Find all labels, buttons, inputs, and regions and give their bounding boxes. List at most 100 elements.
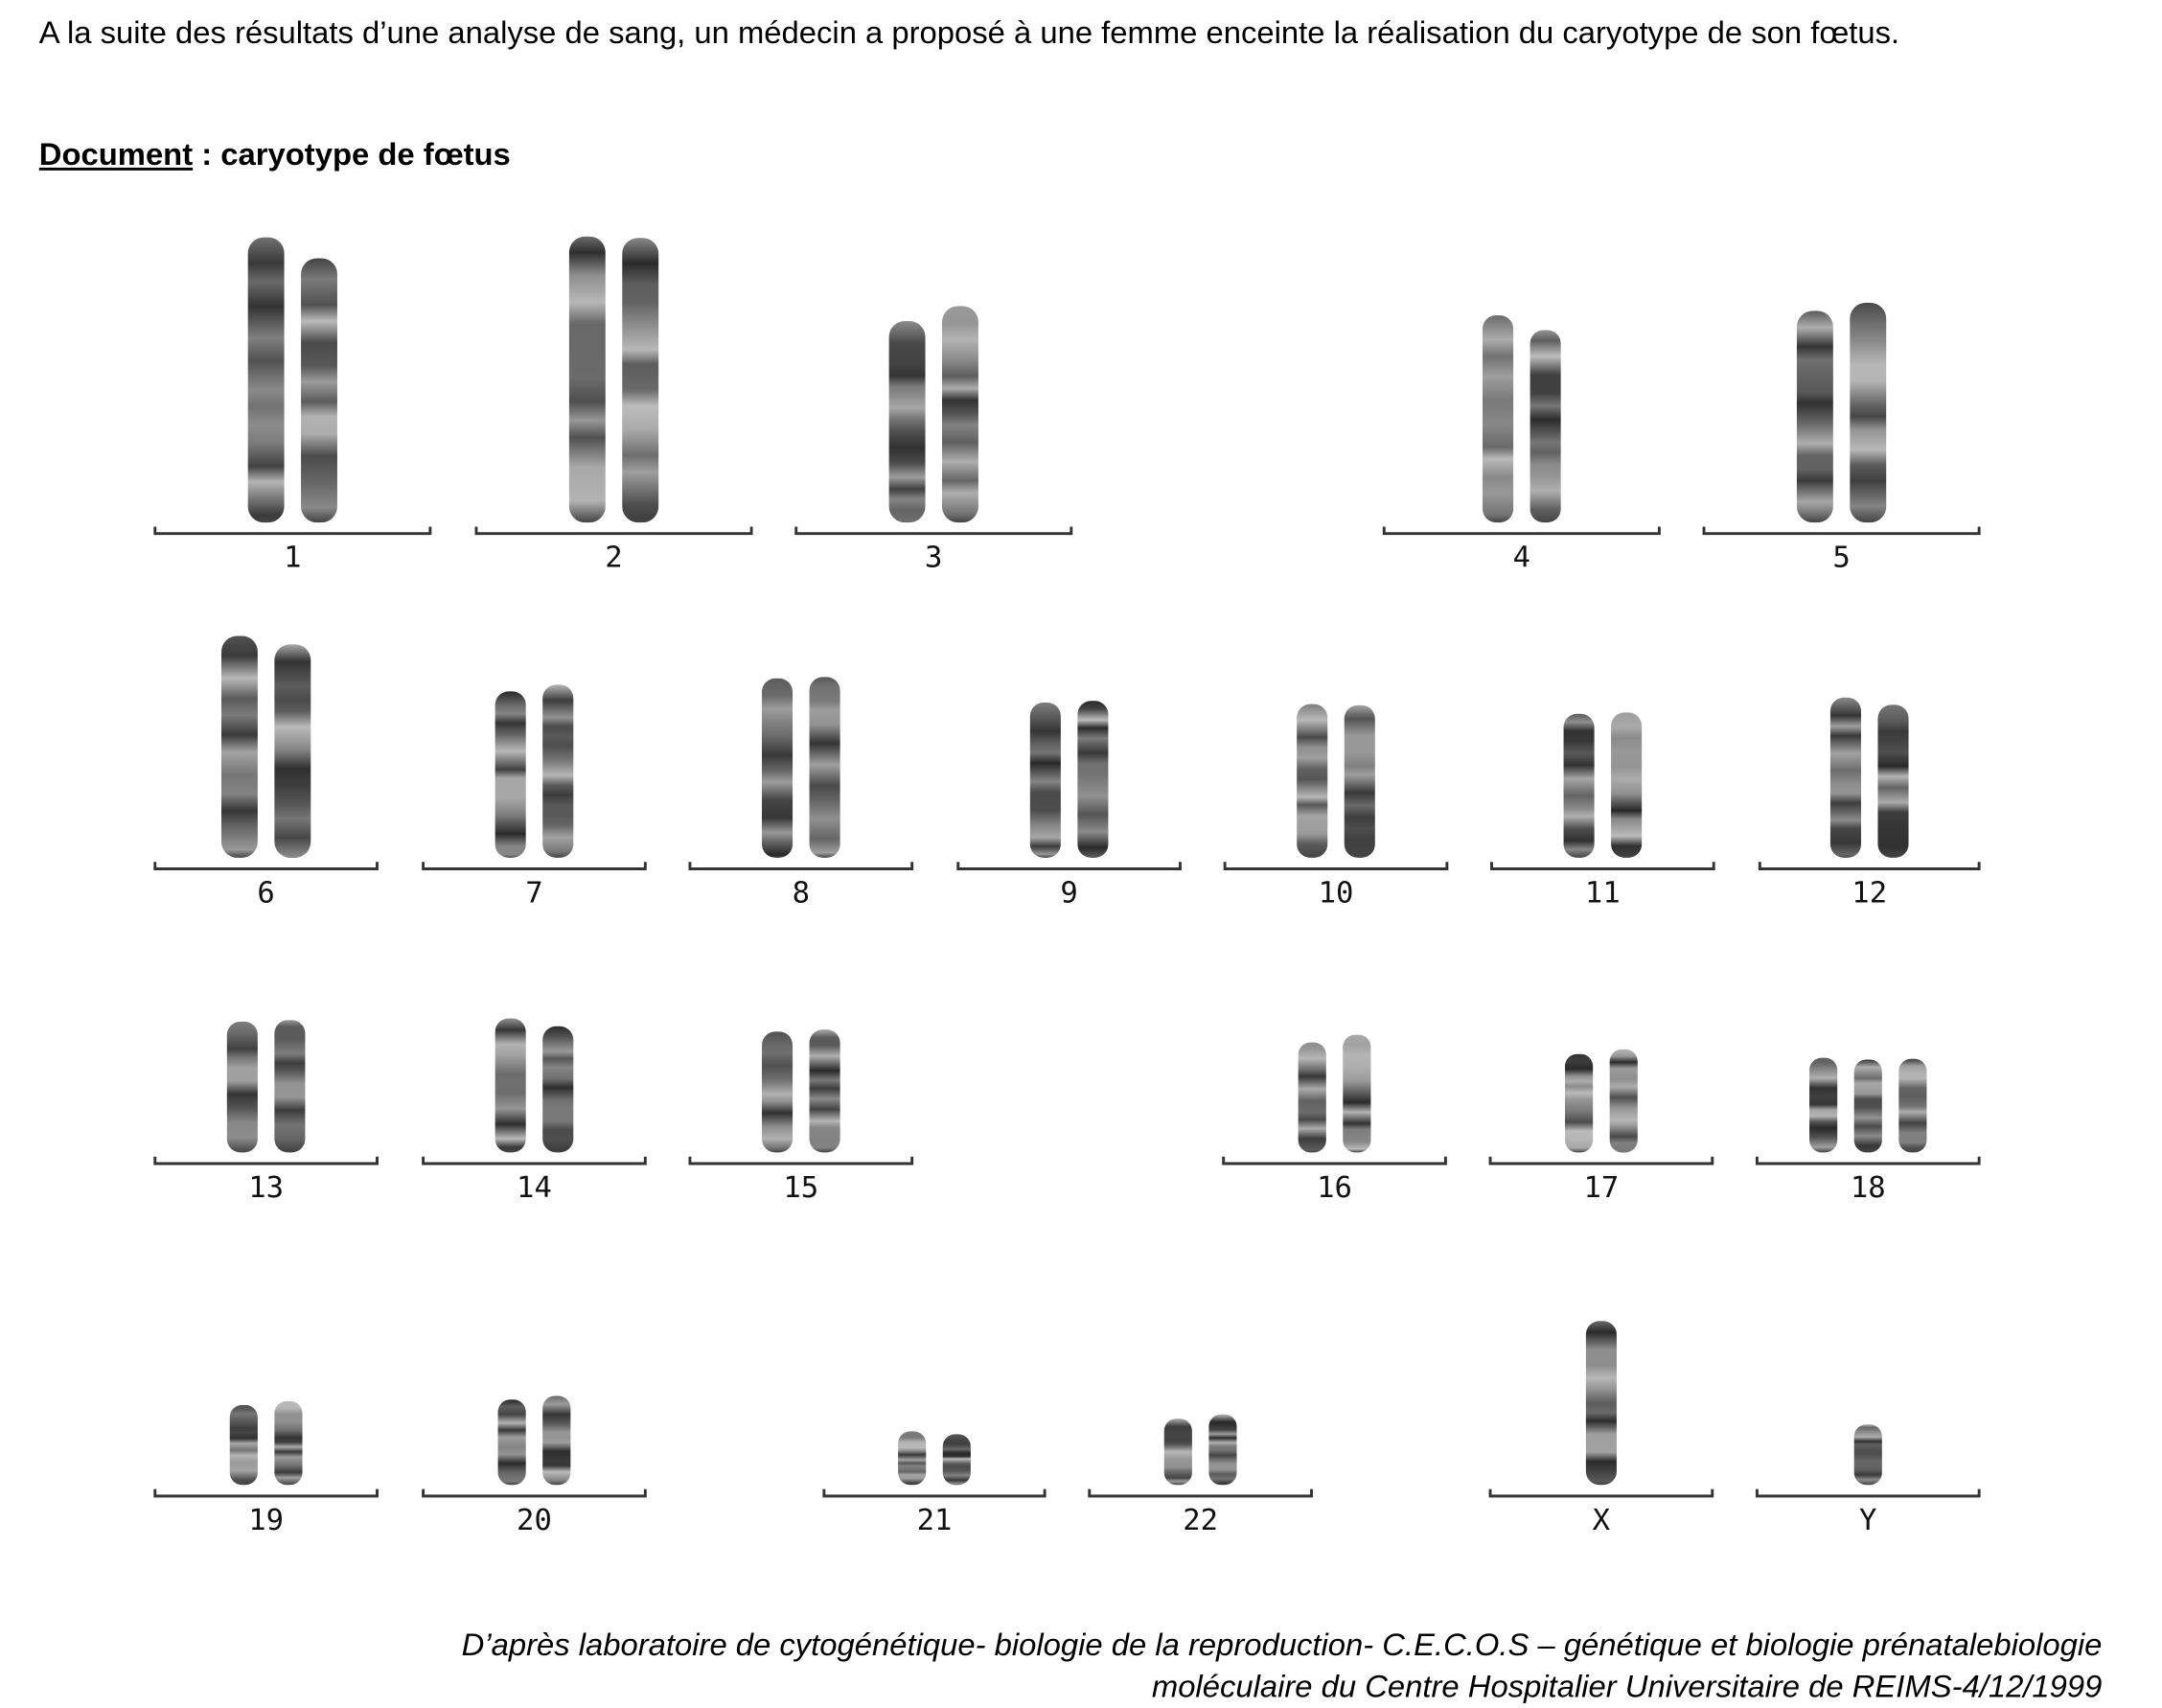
document-label: Document — [38, 136, 194, 173]
chromosome — [229, 1404, 258, 1486]
pair-label: 6 — [257, 876, 274, 910]
document-title-text: : caryotype de fœtus — [193, 136, 511, 173]
pair-bracket — [153, 1156, 379, 1166]
pair-label: 16 — [1317, 1171, 1352, 1205]
chromosome — [494, 691, 526, 858]
pair-label: 14 — [517, 1171, 552, 1205]
pair-label: Y — [1859, 1504, 1876, 1537]
chromosome — [1850, 302, 1887, 523]
pair-label: 13 — [248, 1171, 284, 1205]
pair-label: 10 — [1319, 876, 1354, 910]
chromosome-pair-3: 3 — [794, 306, 1073, 575]
chromosome — [1898, 1058, 1927, 1153]
chromosome — [809, 677, 840, 858]
pair-label: X — [1593, 1504, 1611, 1537]
chromosome-pair-21: 21 — [822, 1431, 1046, 1537]
chromosome-pair-7: 7 — [422, 684, 647, 910]
chromosome — [226, 1021, 258, 1153]
chromosome — [898, 1431, 927, 1486]
chromosome — [1585, 1321, 1617, 1486]
pair-bracket — [794, 526, 1073, 536]
chromosome — [942, 306, 978, 523]
chromosome-pair-10: 10 — [1223, 704, 1449, 910]
pair-bracket — [422, 1156, 647, 1166]
chromosome — [1163, 1419, 1192, 1486]
chromosome-pair-11: 11 — [1490, 712, 1715, 910]
chromosome — [1483, 315, 1514, 523]
pair-bracket — [1223, 862, 1449, 870]
chromosome — [1029, 703, 1061, 858]
chromosome-pair-19: 19 — [153, 1400, 379, 1537]
chromosome — [1343, 1034, 1371, 1153]
chromosome-pair-1: 1 — [153, 237, 432, 575]
pair-bracket — [1758, 862, 1981, 870]
chromosome-pair-13: 13 — [153, 1020, 379, 1205]
chromosome — [274, 1020, 306, 1153]
pair-label: 9 — [1060, 876, 1077, 910]
chromosome — [1344, 704, 1375, 858]
chromosome-pair-14: 14 — [422, 1018, 647, 1205]
chromosome — [494, 1018, 526, 1153]
chromosome-pair-5: 5 — [1702, 302, 1981, 575]
chromosome — [1609, 1049, 1638, 1153]
chromosome-pair-16: 16 — [1222, 1034, 1447, 1205]
chromosome — [762, 1031, 794, 1153]
pair-bracket — [1490, 862, 1715, 870]
pair-label: 2 — [605, 542, 622, 575]
chromosome — [1298, 1042, 1326, 1153]
chromosome — [274, 644, 311, 858]
chromosome — [1208, 1414, 1237, 1486]
pair-bracket — [1488, 1489, 1714, 1498]
chromosome-pair-8: 8 — [688, 677, 914, 910]
pair-bracket — [956, 862, 1182, 870]
chromosome — [497, 1399, 526, 1486]
pair-label: 17 — [1583, 1171, 1619, 1205]
chromosome-pair-y: Y — [1755, 1424, 1981, 1537]
pair-bracket — [153, 526, 432, 536]
chromosome-pair-15: 15 — [688, 1029, 914, 1205]
document-title: Document : caryotype de fœtus — [39, 137, 511, 173]
pair-label: 1 — [284, 542, 301, 575]
pair-bracket — [1755, 1489, 1981, 1498]
chromosome-pair-22: 22 — [1088, 1414, 1313, 1537]
chromosome — [1796, 311, 1833, 523]
pair-label: 22 — [1183, 1504, 1218, 1537]
chromosome-pair-17: 17 — [1488, 1049, 1714, 1205]
intro-paragraph: A la suite des résultats d’une analyse d… — [38, 15, 1900, 51]
pair-bracket — [1702, 526, 1981, 536]
pair-bracket — [1488, 1156, 1714, 1166]
chromosome-pair-6: 6 — [153, 635, 379, 910]
chromosome — [942, 1434, 971, 1486]
chromosome — [1853, 1059, 1882, 1153]
pair-bracket — [688, 862, 914, 870]
pair-bracket — [153, 1489, 379, 1498]
chromosome — [542, 1026, 574, 1153]
pair-bracket — [422, 862, 647, 870]
chromosome — [1809, 1057, 1838, 1153]
chromosome — [247, 237, 285, 523]
caption-line-2: moléculaire du Centre Hospitalier Univer… — [1151, 1669, 2103, 1705]
chromosome — [1297, 704, 1328, 858]
chromosome — [1530, 330, 1561, 523]
pair-bracket — [1088, 1489, 1313, 1498]
chromosome — [622, 238, 659, 523]
caption-line-1: D’après laboratoire de cytogénétique- bi… — [461, 1627, 2103, 1663]
pair-bracket — [1755, 1156, 1981, 1166]
pair-label: 8 — [793, 876, 810, 910]
chromosome — [888, 321, 926, 523]
chromosome — [542, 684, 574, 858]
chromosome — [1611, 712, 1643, 858]
chromosome — [1565, 1053, 1594, 1153]
chromosome — [762, 678, 794, 858]
chromosome-pair-9: 9 — [956, 701, 1182, 910]
chromosome — [1853, 1424, 1882, 1486]
pair-bracket — [153, 862, 379, 870]
pair-label: 3 — [925, 542, 942, 575]
chromosome — [568, 236, 606, 523]
pair-label: 20 — [517, 1504, 552, 1537]
chromosome — [542, 1396, 571, 1486]
chromosome — [1563, 713, 1595, 858]
chromosome — [1829, 697, 1861, 858]
